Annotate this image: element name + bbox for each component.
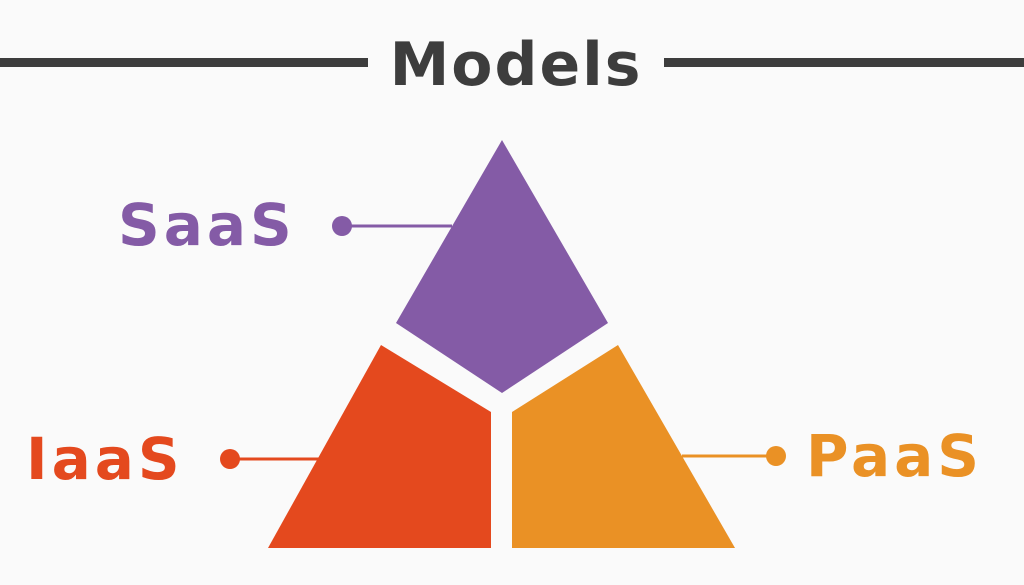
title-rule-left	[0, 58, 368, 67]
iaas-connector	[220, 449, 320, 469]
saas-connector	[332, 216, 452, 236]
saas-segment	[396, 140, 608, 393]
paas-connector	[682, 446, 786, 466]
iaas-label: IaaS	[26, 425, 184, 493]
page-title: Models	[389, 30, 643, 100]
paas-label: PaaS	[806, 422, 984, 490]
saas-dot-icon	[332, 216, 352, 236]
title-rule-right	[664, 58, 1024, 67]
paas-segment	[512, 345, 735, 548]
header: Models	[0, 0, 1024, 130]
paas-dot-icon	[766, 446, 786, 466]
iaas-dot-icon	[220, 449, 240, 469]
iaas-segment	[268, 345, 491, 548]
saas-label: SaaS	[118, 191, 296, 259]
